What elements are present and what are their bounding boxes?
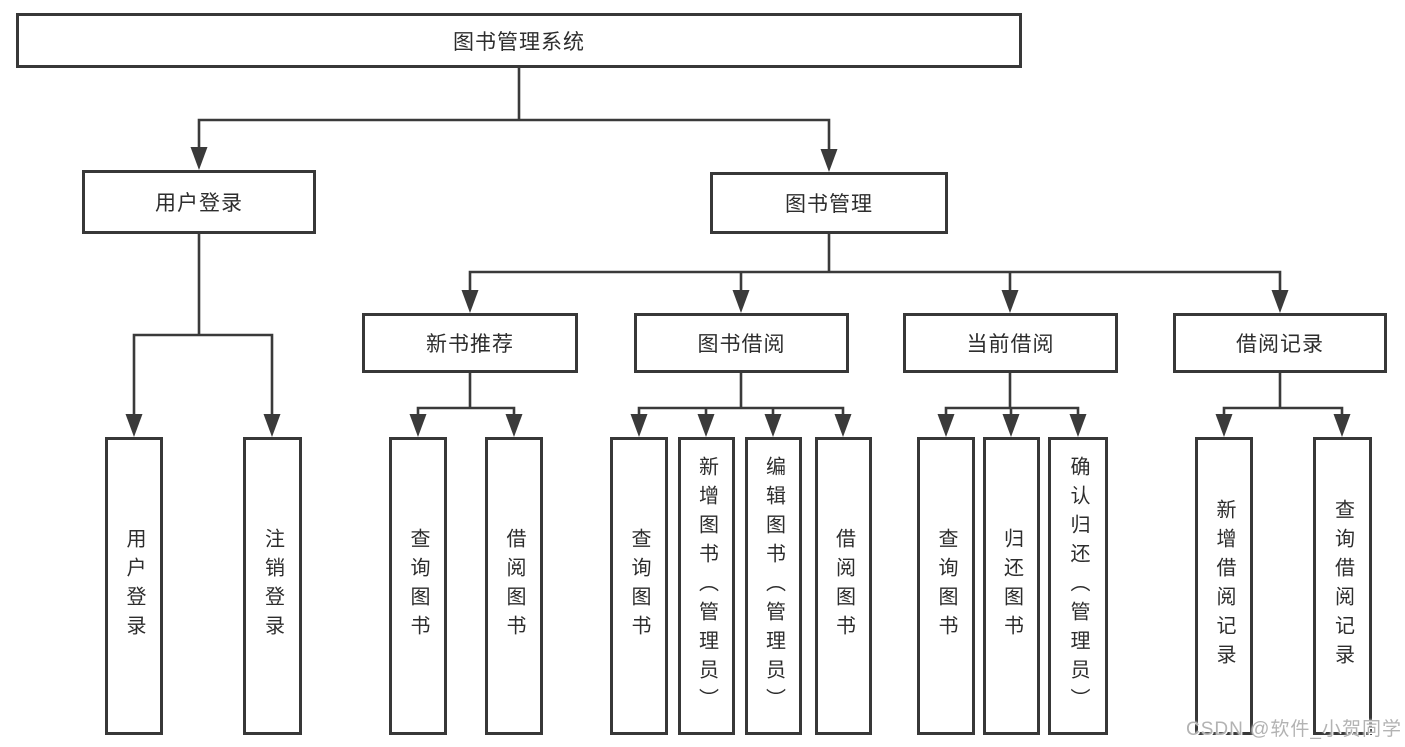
node-current-borrow: 当前借阅 bbox=[903, 313, 1118, 373]
leaf-return-book: 归还图书 bbox=[983, 437, 1040, 735]
leaf-query-books-borrow: 查询图书 bbox=[610, 437, 668, 735]
leaf-query-books-current: 查询图书 bbox=[917, 437, 975, 735]
node-root-system: 图书管理系统 bbox=[16, 13, 1022, 68]
node-root-system-label: 图书管理系统 bbox=[453, 30, 585, 54]
node-current-borrow-label: 当前借阅 bbox=[966, 333, 1055, 356]
leaf-borrow-books: 借阅图书 bbox=[815, 437, 872, 735]
node-borrow-records-label: 借阅记录 bbox=[1236, 333, 1324, 356]
leaf-user-login: 用户登录 bbox=[105, 437, 163, 735]
leaf-query-borrow-record: 查询借阅记录 bbox=[1313, 437, 1372, 735]
leaf-logout: 注销登录 bbox=[243, 437, 302, 735]
node-book-borrow-label: 图书借阅 bbox=[697, 333, 786, 356]
node-book-borrow: 图书借阅 bbox=[634, 313, 849, 373]
node-borrow-records: 借阅记录 bbox=[1173, 313, 1387, 373]
leaf-borrow-books-recommend: 借阅图书 bbox=[485, 437, 543, 735]
node-book-management: 图书管理 bbox=[710, 172, 948, 234]
node-user-login-label: 用户登录 bbox=[155, 192, 243, 215]
leaf-query-books-recommend: 查询图书 bbox=[389, 437, 447, 735]
leaf-add-book-admin: 新增图书（管理员） bbox=[678, 437, 735, 735]
node-new-book-recommend-label: 新书推荐 bbox=[426, 333, 514, 356]
node-book-management-label: 图书管理 bbox=[785, 193, 873, 216]
csdn-watermark: CSDN @软件_小贺同学 bbox=[1186, 719, 1402, 740]
leaf-confirm-return-admin: 确认归还（管理员） bbox=[1048, 437, 1108, 735]
node-new-book-recommend: 新书推荐 bbox=[362, 313, 578, 373]
leaf-add-borrow-record: 新增借阅记录 bbox=[1195, 437, 1253, 735]
leaf-edit-book-admin: 编辑图书（管理员） bbox=[745, 437, 802, 735]
node-user-login: 用户登录 bbox=[82, 170, 316, 234]
